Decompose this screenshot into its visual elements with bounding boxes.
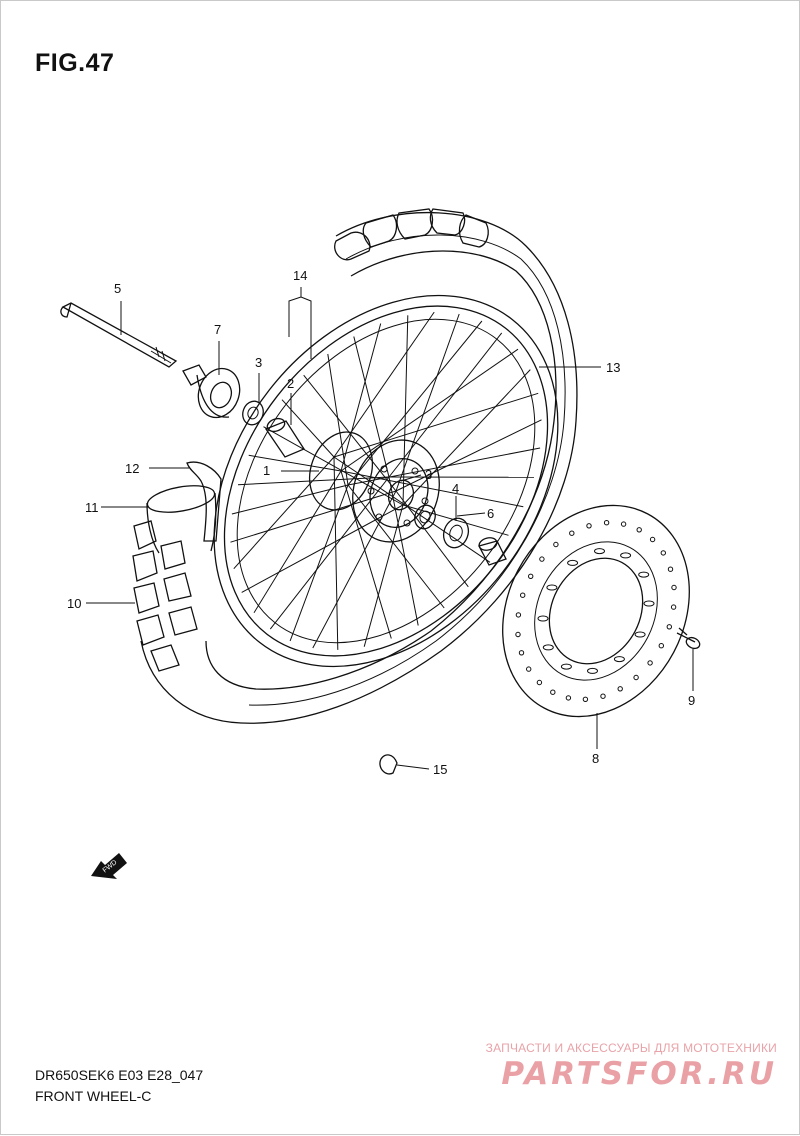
spokes xyxy=(231,312,542,650)
spoke xyxy=(364,505,403,647)
disc-hole xyxy=(547,585,557,590)
spoke xyxy=(264,427,404,505)
model-code: DR650SEK6 E03 E28_047 xyxy=(35,1067,203,1083)
spacer xyxy=(265,416,304,457)
disc-hole xyxy=(527,667,531,671)
disc-hole xyxy=(667,625,671,629)
disc-hole xyxy=(604,521,608,525)
callout-9: 9 xyxy=(688,693,695,708)
disc-hole xyxy=(543,645,553,650)
disc-hole xyxy=(570,531,574,535)
callout-15: 15 xyxy=(433,762,447,777)
valve-stem xyxy=(380,755,397,774)
callout-5: 5 xyxy=(114,281,121,296)
spoke xyxy=(403,370,530,505)
disc-hole xyxy=(644,601,654,606)
disc-hole xyxy=(540,557,544,561)
disc-hole xyxy=(668,567,672,571)
callout-10: 10 xyxy=(67,596,81,611)
disc-hole xyxy=(621,553,631,558)
spoke xyxy=(334,393,538,457)
disc-hole xyxy=(516,632,520,636)
callout-12: 12 xyxy=(125,461,139,476)
callout-7: 7 xyxy=(214,322,221,337)
disc-hole xyxy=(614,657,624,662)
spoke xyxy=(328,354,348,485)
disc-hole xyxy=(661,551,665,555)
callout-6: 6 xyxy=(487,506,494,521)
disc-hole xyxy=(568,560,578,565)
speedometer-gearbox xyxy=(183,363,246,424)
callout-2: 2 xyxy=(287,376,294,391)
disc-hole xyxy=(537,680,541,684)
spoke xyxy=(348,485,444,608)
callout-13: 13 xyxy=(606,360,620,375)
disc-hole xyxy=(635,632,645,637)
disc-hole xyxy=(583,697,587,701)
tyre xyxy=(133,209,577,723)
callout-14: 14 xyxy=(293,268,307,283)
watermark-logo: PARTSFOR.RU xyxy=(501,1056,777,1092)
disc-hole xyxy=(671,605,675,609)
brake-disc xyxy=(467,473,726,750)
spoke xyxy=(238,477,389,485)
spoke xyxy=(231,491,397,542)
spoke xyxy=(282,400,334,457)
spoke xyxy=(304,375,396,491)
disc-hole xyxy=(637,528,641,532)
spoke xyxy=(334,457,338,650)
disc-hole xyxy=(634,675,638,679)
callout-8: 8 xyxy=(592,751,599,766)
watermark-tagline: ЗАПЧАСТИ И АКСЕССУАРЫ ДЛЯ МОТОТЕХНИКИ xyxy=(486,1041,777,1055)
spoke xyxy=(234,457,334,569)
disc-hole xyxy=(601,694,605,698)
disc-hole xyxy=(519,651,523,655)
disc-hole xyxy=(672,585,676,589)
leader-lines xyxy=(86,287,693,769)
spoke xyxy=(341,471,391,639)
disc-hole xyxy=(529,574,533,578)
spoke xyxy=(334,312,434,457)
callout-4: 4 xyxy=(452,481,459,496)
callout-3-left: 3 xyxy=(255,355,262,370)
disc-hole xyxy=(595,549,605,554)
disc-bolt xyxy=(677,628,701,650)
disc-hole xyxy=(521,593,525,597)
disc-hole xyxy=(650,537,654,541)
disc-hole xyxy=(639,572,649,577)
spoke xyxy=(254,471,341,613)
disc-hole xyxy=(561,664,571,669)
spoke xyxy=(348,321,482,485)
disc-hole xyxy=(554,542,558,546)
callout-1: 1 xyxy=(263,463,270,478)
disc-hole xyxy=(621,522,625,526)
disc-hole xyxy=(659,644,663,648)
callout-11: 11 xyxy=(85,500,99,515)
axle xyxy=(61,303,176,367)
disc-hole xyxy=(587,524,591,528)
disc-hole xyxy=(566,696,570,700)
disc-hole xyxy=(618,687,622,691)
spoke xyxy=(242,505,403,592)
disc-hole xyxy=(648,661,652,665)
spoke xyxy=(396,491,468,587)
disc-hole xyxy=(551,690,555,694)
forward-direction-arrow: FWD xyxy=(91,853,127,879)
callout-3-right: 3 xyxy=(425,467,432,482)
disc-hole xyxy=(588,668,598,673)
disc-hole xyxy=(516,613,520,617)
disc-hole xyxy=(538,616,548,621)
section-name: FRONT WHEEL-C xyxy=(35,1088,151,1104)
